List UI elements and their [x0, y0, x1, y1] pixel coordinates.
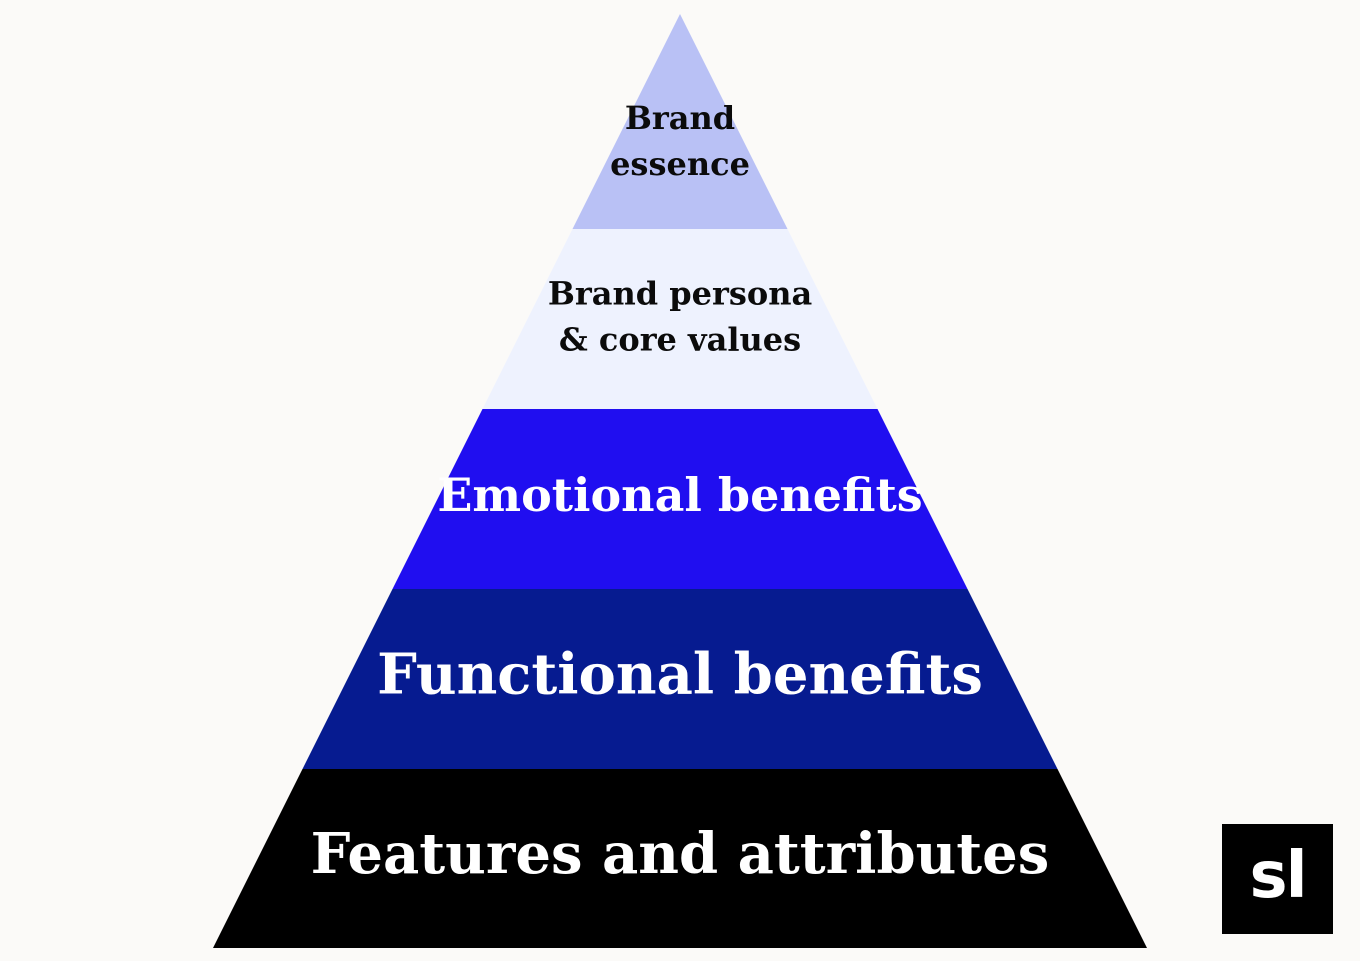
tier-brand-essence [572, 14, 788, 229]
tier-label-line: Functional benefits [377, 642, 983, 708]
logo-badge: sl [1222, 824, 1333, 934]
tier-label-brand-persona: Brand persona & core values [548, 275, 812, 359]
tier-label-functional-benefits: Functional benefits [377, 642, 983, 708]
tier-label-line: Emotional benefits [437, 468, 922, 522]
tier-label-line: & core values [559, 321, 801, 359]
tier-brand-persona [482, 229, 878, 409]
tier-features-attributes [213, 769, 1147, 948]
tier-label-line: Features and attributes [311, 821, 1050, 887]
tier-label-brand-essence: Brand essence [610, 99, 750, 183]
tier-label-line: Brand persona [548, 275, 812, 313]
tier-emotional-benefits [392, 409, 968, 589]
tier-label-emotional-benefits: Emotional benefits [437, 468, 922, 522]
tier-label-line: essence [610, 145, 750, 183]
tier-functional-benefits [302, 589, 1058, 769]
tier-label-line: Brand [625, 99, 735, 137]
logo-text: sl [1249, 839, 1307, 913]
tier-label-features-attributes: Features and attributes [311, 821, 1050, 887]
